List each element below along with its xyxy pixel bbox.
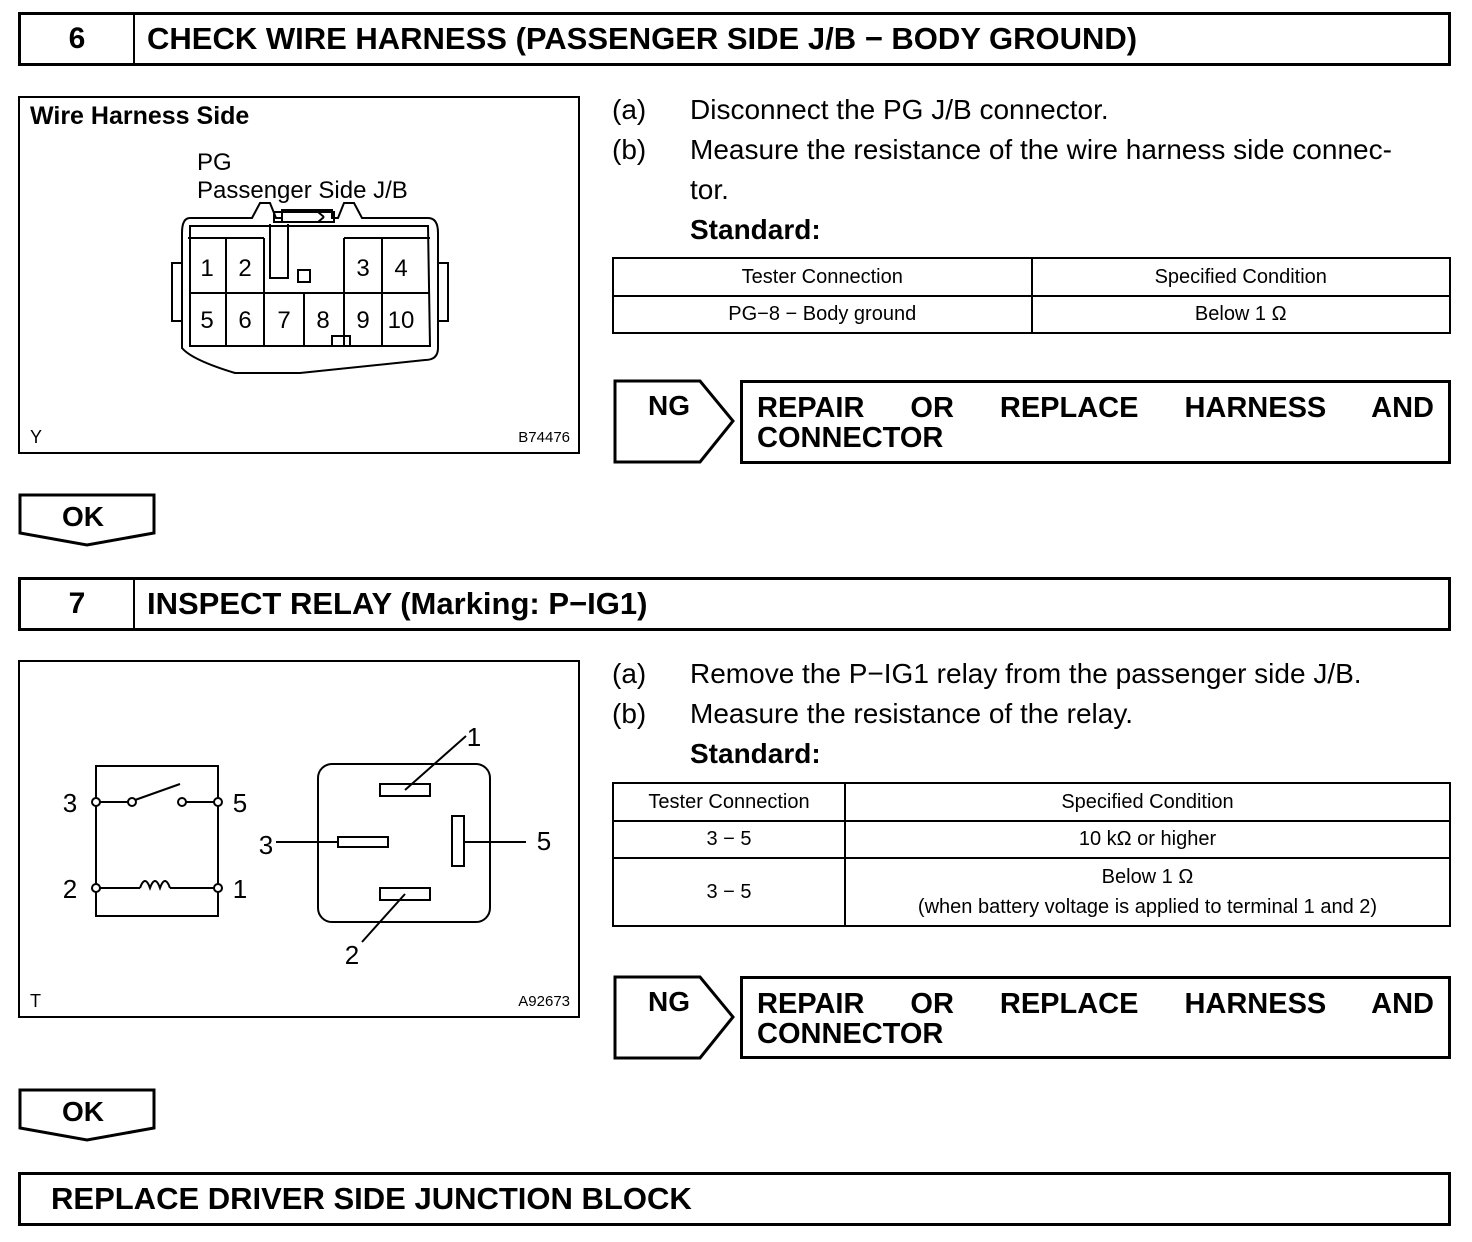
table-row: 3 − 5 10 kΩ or higher [612, 820, 1451, 859]
table-cell: Below 1 Ω (when battery voltage is appli… [844, 857, 1451, 927]
table-cell-note: (when battery voltage is applied to term… [917, 896, 1378, 918]
ok-label: OK [62, 501, 104, 532]
table-header: Tester Connection [612, 257, 1033, 297]
step-7-ok-button[interactable]: OK [18, 1088, 156, 1142]
table-cell: 3 − 5 [612, 857, 846, 927]
connector-diagram: PG Passenger Side J/B 1 [171, 149, 449, 374]
relay-terminal-1: 1 [467, 722, 481, 752]
schematic-terminal-3: 3 [63, 788, 77, 818]
figure-code: A92673 [518, 993, 570, 1010]
figure-code: B74476 [518, 429, 570, 446]
step-7-header: 7 INSPECT RELAY (Marking: P−IG1) [18, 577, 1451, 631]
step-title: CHECK WIRE HARNESS (PASSENGER SIDE J/B −… [147, 21, 1138, 56]
step-6-ok-button[interactable]: OK [18, 493, 156, 547]
standard-label: Standard: [690, 738, 821, 769]
step-7-spec-table: Tester Connection Specified Condition 3 … [612, 782, 1451, 927]
instruction-b-cont: tor. [690, 174, 729, 205]
final-action-title: REPLACE DRIVER SIDE JUNCTION BLOCK [51, 1181, 692, 1216]
ng-label: NG [648, 986, 690, 1017]
connector-code-label: PG [197, 149, 232, 176]
figure-title: Wire Harness Side [30, 102, 250, 130]
relay-diagram: 3 5 2 1 1 3 5 2 [63, 722, 551, 970]
table-header: Tester Connection [612, 782, 846, 822]
table-header: Specified Condition [844, 782, 1451, 822]
step-title: INSPECT RELAY (Marking: P−IG1) [147, 586, 648, 621]
step-7-figure: 3 5 2 1 1 3 5 2 T A92673 [18, 660, 580, 1018]
pin-4: 4 [394, 255, 407, 282]
relay-terminal-3: 3 [259, 830, 273, 860]
step-7-ng-action: REPAIR OR REPLACE HARNESS AND CONNECTOR [740, 976, 1451, 1059]
pin-3: 3 [356, 255, 369, 282]
step-6-ng-action: REPAIR OR REPLACE HARNESS AND CONNECTOR [740, 380, 1451, 464]
step-6-ng-button[interactable]: NG [612, 378, 736, 465]
step-6-header: 6 CHECK WIRE HARNESS (PASSENGER SIDE J/B… [18, 12, 1451, 66]
schematic-terminal-1: 1 [233, 874, 247, 904]
table-cell: 10 kΩ or higher [844, 820, 1451, 859]
table-header-row: Tester Connection Specified Condition [612, 782, 1451, 822]
step-number: 7 [21, 580, 135, 628]
step-6-figure: Wire Harness Side PG Passenger Side J/B [18, 96, 580, 454]
table-cell: 3 − 5 [612, 820, 846, 859]
ok-arrow-icon [18, 493, 156, 547]
table-header-row: Tester Connection Specified Condition [612, 257, 1451, 297]
table-cell-line: Below 1 Ω [1101, 866, 1194, 888]
schematic-terminal-2: 2 [63, 874, 77, 904]
step-7-ng-button[interactable]: NG [612, 974, 736, 1061]
ok-label: OK [62, 1096, 104, 1127]
final-action-box: REPLACE DRIVER SIDE JUNCTION BLOCK [18, 1172, 1451, 1226]
step-6-instructions: (a) Disconnect the PG J/B connector. (b)… [612, 90, 1462, 250]
figure-letter: T [30, 991, 41, 1011]
standard-label: Standard: [690, 214, 821, 245]
pin-7: 7 [277, 307, 290, 334]
ok-arrow-icon [18, 1088, 156, 1142]
table-row: PG−8 − Body ground Below 1 Ω [612, 295, 1451, 334]
relay-terminal-2: 2 [345, 940, 359, 970]
pin-9: 9 [356, 307, 369, 334]
figure-letter: Y [30, 427, 43, 447]
pin-2: 2 [238, 255, 251, 282]
table-header: Specified Condition [1030, 257, 1451, 297]
pin-10: 10 [388, 307, 415, 334]
pin-6: 6 [238, 307, 251, 334]
instruction-b: (b) Measure the resistance of the relay. [612, 698, 1134, 729]
pin-8: 8 [316, 307, 329, 334]
pin-5: 5 [200, 307, 213, 334]
ng-arrow-icon [613, 975, 735, 1060]
instruction-a: (a) Disconnect the PG J/B connector. [612, 94, 1109, 125]
table-cell: PG−8 − Body ground [612, 295, 1033, 334]
instruction-a: (a) Remove the P−IG1 relay from the pass… [612, 658, 1362, 689]
step-6-spec-table: Tester Connection Specified Condition PG… [612, 257, 1451, 334]
instruction-b: (b) Measure the resistance of the wire h… [612, 134, 1392, 165]
ng-label: NG [648, 390, 690, 421]
schematic-terminal-5: 5 [233, 788, 247, 818]
table-row: 3 − 5 Below 1 Ω (when battery voltage is… [612, 857, 1451, 927]
step-7-instructions: (a) Remove the P−IG1 relay from the pass… [612, 654, 1462, 774]
ng-arrow-icon [613, 379, 735, 464]
pin-1: 1 [200, 255, 213, 282]
table-cell: Below 1 Ω [1030, 295, 1451, 334]
connector-name-label: Passenger Side J/B [197, 177, 408, 204]
relay-terminal-5: 5 [537, 826, 551, 856]
step-number: 6 [21, 15, 135, 63]
